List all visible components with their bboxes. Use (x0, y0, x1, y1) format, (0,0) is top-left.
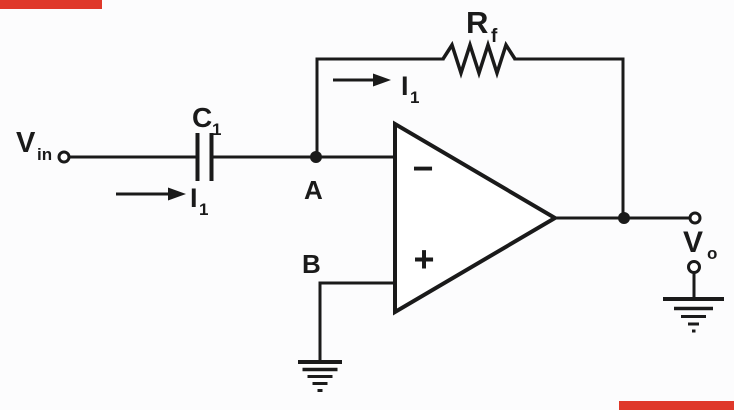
node-a-label: A (304, 175, 323, 205)
current-arrow-head (373, 73, 391, 87)
input-source: V in (16, 127, 71, 164)
node-a-junction-dot (310, 151, 322, 163)
c1-label-subscript: 1 (212, 120, 221, 139)
node-a: A (304, 151, 323, 205)
top-left-red-bar (0, 0, 102, 9)
rf-label: R (466, 5, 488, 40)
opamp: − + (393, 120, 559, 316)
input-terminal-circle (57, 150, 71, 164)
i1-input-label: I (190, 183, 198, 213)
wire-feedback-left (315, 57, 445, 159)
opamp-triangle (393, 120, 559, 316)
vin-label-subscript: in (37, 145, 52, 164)
vin-label: V (16, 127, 36, 159)
current-arrow-head (168, 187, 186, 201)
i1-feedback-label-subscript: 1 (410, 88, 419, 107)
bottom-right-red-bar (619, 401, 734, 410)
wire-node-b (318, 281, 397, 362)
node-b: B (298, 249, 342, 392)
resistor-zigzag (441, 39, 517, 79)
ground-symbol-output (663, 297, 724, 333)
output-section: V o (618, 211, 724, 333)
wire-feedback-right (513, 57, 625, 220)
node-b-label: B (302, 249, 321, 279)
vo-label: V (683, 226, 703, 259)
i1-feedback-label: I (401, 71, 409, 101)
capacitor-c1: C 1 (192, 102, 221, 181)
output-junction-dot (618, 212, 630, 224)
wires (69, 57, 696, 362)
vo-label-subscript: o (707, 244, 717, 263)
opamp-inverting-input-sign: − (412, 148, 433, 189)
feedback-resistor-rf: R f (441, 5, 517, 79)
feedback-current-indicator: I 1 (333, 71, 419, 107)
opamp-noninverting-input-sign: + (413, 239, 434, 280)
output-terminal-circle (688, 211, 702, 225)
output-ground-terminal-circle (687, 260, 701, 274)
i1-input-label-subscript: 1 (199, 200, 208, 219)
c1-label: C (192, 102, 212, 133)
ground-symbol-b (298, 360, 342, 392)
input-current-indicator: I 1 (116, 183, 208, 219)
rf-label-subscript: f (491, 26, 498, 47)
